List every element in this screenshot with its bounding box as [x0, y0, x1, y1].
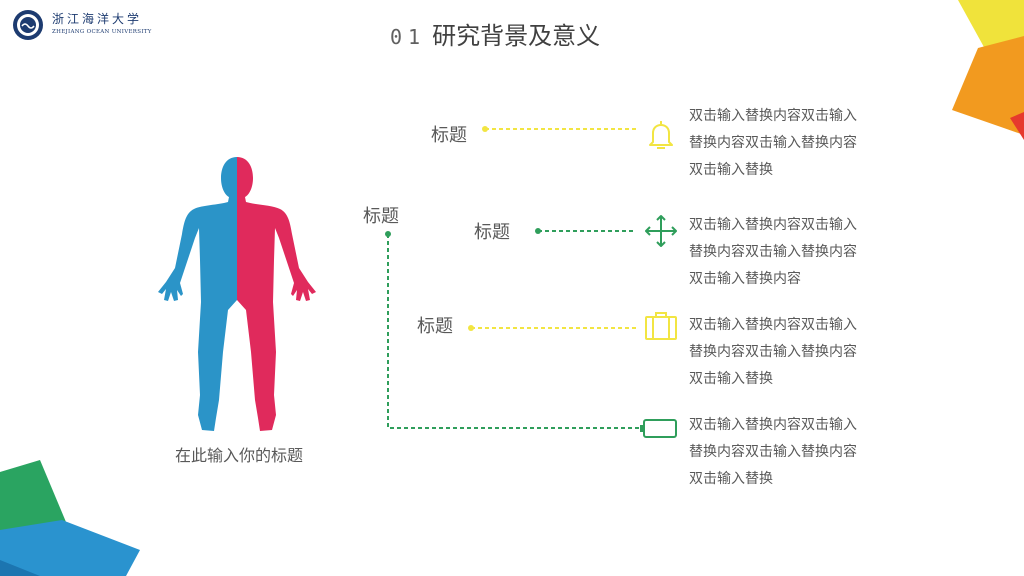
briefcase-icon	[645, 312, 677, 340]
university-name-en: ZHEJIANG OCEAN UNIVERSITY	[52, 29, 152, 35]
item-1-label: 标题	[431, 125, 467, 146]
connector-dot-2	[535, 228, 541, 234]
move-arrows-icon	[645, 215, 677, 247]
main-label: 标题	[363, 206, 399, 227]
item-3-text: 双击输入替换内容双击输入替换内容双击输入替换内容双击输入替换	[689, 317, 857, 387]
figure-caption: 在此输入你的标题	[174, 446, 303, 465]
connector-dot-1	[482, 126, 488, 132]
corner-shape-orange	[952, 36, 1024, 135]
corner-shape-blue	[0, 520, 140, 576]
university-logo: 浙江海洋大学 ZHEJIANG OCEAN UNIVERSITY	[12, 9, 152, 41]
university-name-cn: 浙江海洋大学	[52, 12, 143, 26]
corner-shape-dark-blue	[0, 560, 40, 576]
corner-shape-red	[1010, 112, 1024, 140]
connector-dot-4	[385, 231, 391, 237]
university-seal-icon	[13, 10, 43, 40]
connector-dot-3	[468, 325, 474, 331]
section-number: 01	[390, 25, 427, 49]
bell-icon	[649, 121, 673, 149]
item-1-text: 双击输入替换内容双击输入替换内容双击输入替换内容双击输入替换	[689, 108, 857, 178]
item-2-text: 双击输入替换内容双击输入替换内容双击输入替换内容双击输入替换内容	[689, 217, 857, 287]
corner-shape-green	[0, 460, 66, 536]
connector-line-4	[387, 234, 640, 429]
section-title: 研究背景及意义	[432, 22, 601, 50]
item-4-text: 双击输入替换内容双击输入替换内容双击输入替换内容双击输入替换	[689, 417, 857, 487]
item-2-label: 标题	[474, 222, 510, 243]
battery-icon	[640, 419, 677, 438]
item-3-label: 标题	[417, 316, 453, 337]
